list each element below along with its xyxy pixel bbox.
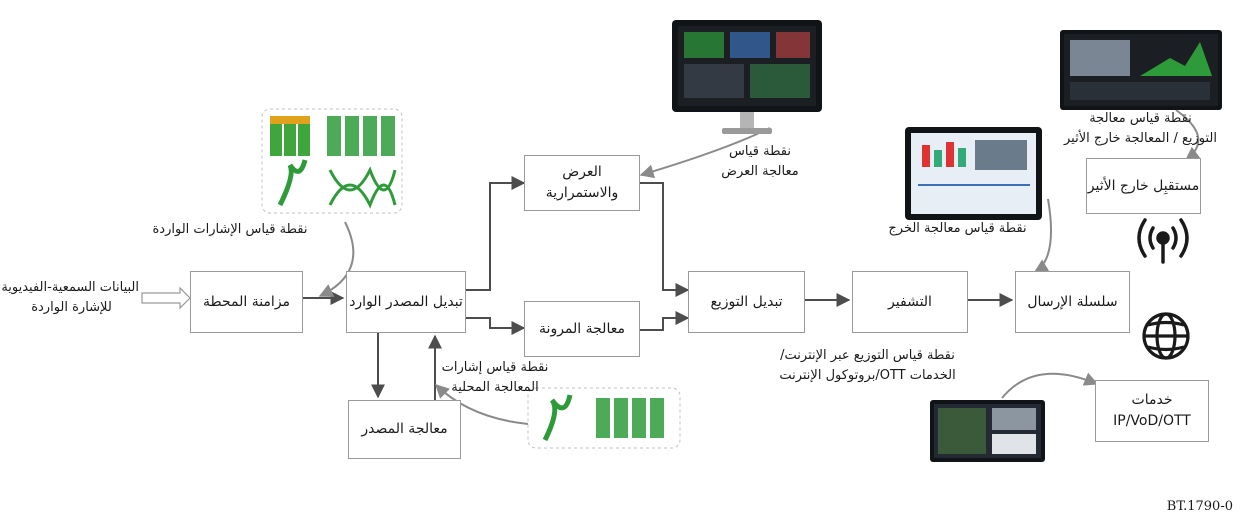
incoming-measure-label: نقطة قياس الإشارات الواردة xyxy=(152,222,308,237)
ott-services-line1: خدمات xyxy=(1131,392,1173,408)
flexibility-processing-box: معالجة المرونة xyxy=(524,301,640,357)
pointer-incoming-measure xyxy=(318,221,355,297)
connector-switch-to-display xyxy=(466,176,526,291)
ott-services-box: خدمات IP/VoD/OTT xyxy=(1095,380,1209,442)
figure-id: BT.1790-0 xyxy=(1166,499,1233,514)
display-measure-line2: معالجة العرض xyxy=(721,164,799,180)
station-sync-box: مزامنة المحطة xyxy=(190,271,303,333)
display-continuity-box: العرض والاستمرارية xyxy=(524,155,640,211)
globe-icon xyxy=(1142,312,1190,360)
input-data-label: البيانات السمعية-الفيديوية للإشارة الوار… xyxy=(1,278,139,318)
input-data-line2: للإشارة الواردة xyxy=(31,300,112,316)
connector-switch-to-flex xyxy=(466,317,526,335)
offair-measure-line1: نقطة قياس معالجة xyxy=(1089,111,1192,126)
encoding-box: التشفير xyxy=(852,271,968,333)
display-measure-label: نقطة قياس معالجة العرض xyxy=(690,142,830,182)
offair-measure-label: نقطة قياس معالجة التوزيع / المعالجة خارج… xyxy=(1053,109,1228,149)
ott-screen-icon xyxy=(930,400,1045,462)
monitor-icon xyxy=(672,20,822,134)
ott-services-line2: IP/VoD/OTT xyxy=(1113,413,1191,429)
offair-receiver-box: مستقبِل خارج الأثير xyxy=(1086,158,1201,214)
display-measure-line1: نقطة قياس xyxy=(729,144,791,159)
output-measure-label: نقطة قياس معالجة الخرج xyxy=(888,221,1027,236)
local-measure-line1: نقطة قياس إشارات xyxy=(441,360,549,375)
pointer-local-measure xyxy=(434,384,529,425)
connector-flex-to-dist xyxy=(640,311,690,331)
offair-monitor-icon xyxy=(1060,30,1222,110)
source-processing-box: معالجة المصدر xyxy=(348,400,461,459)
input-data-line1: البيانات السمعية-الفيديوية xyxy=(1,280,139,295)
transmission-chain-box: سلسلة الإرسال xyxy=(1015,271,1130,333)
connector-display-to-dist xyxy=(640,182,690,297)
incoming-waveform-thumbnail xyxy=(261,108,403,214)
pointer-output-measure xyxy=(1033,198,1053,273)
incoming-source-switch-box: تبديل المصدر الوارد xyxy=(346,271,466,333)
pointer-ott-measure xyxy=(1001,372,1099,399)
distribution-switch-box: تبديل التوزيع xyxy=(688,271,805,333)
laptop-icon xyxy=(905,127,1042,220)
antenna-icon xyxy=(1137,218,1189,264)
distribution-measure-line2: الخدمات OTT/بروتوكول الإنترنت xyxy=(779,368,956,384)
local-measure-label: نقطة قياس إشارات المعالجة المحلية xyxy=(420,358,570,398)
offair-measure-line2: التوزيع / المعالجة خارج الأثير xyxy=(1064,131,1217,147)
distribution-measure-line1: نقطة قياس التوزيع عبر الإنترنت/ xyxy=(780,348,955,363)
distribution-measure-label: نقطة قياس التوزيع عبر الإنترنت/ الخدمات … xyxy=(760,346,975,386)
local-measure-line2: المعالجة المحلية xyxy=(451,380,539,396)
input-arrow xyxy=(141,286,191,310)
pointer-offair-measure xyxy=(1175,109,1201,161)
local-waveform-thumbnail xyxy=(527,387,681,449)
